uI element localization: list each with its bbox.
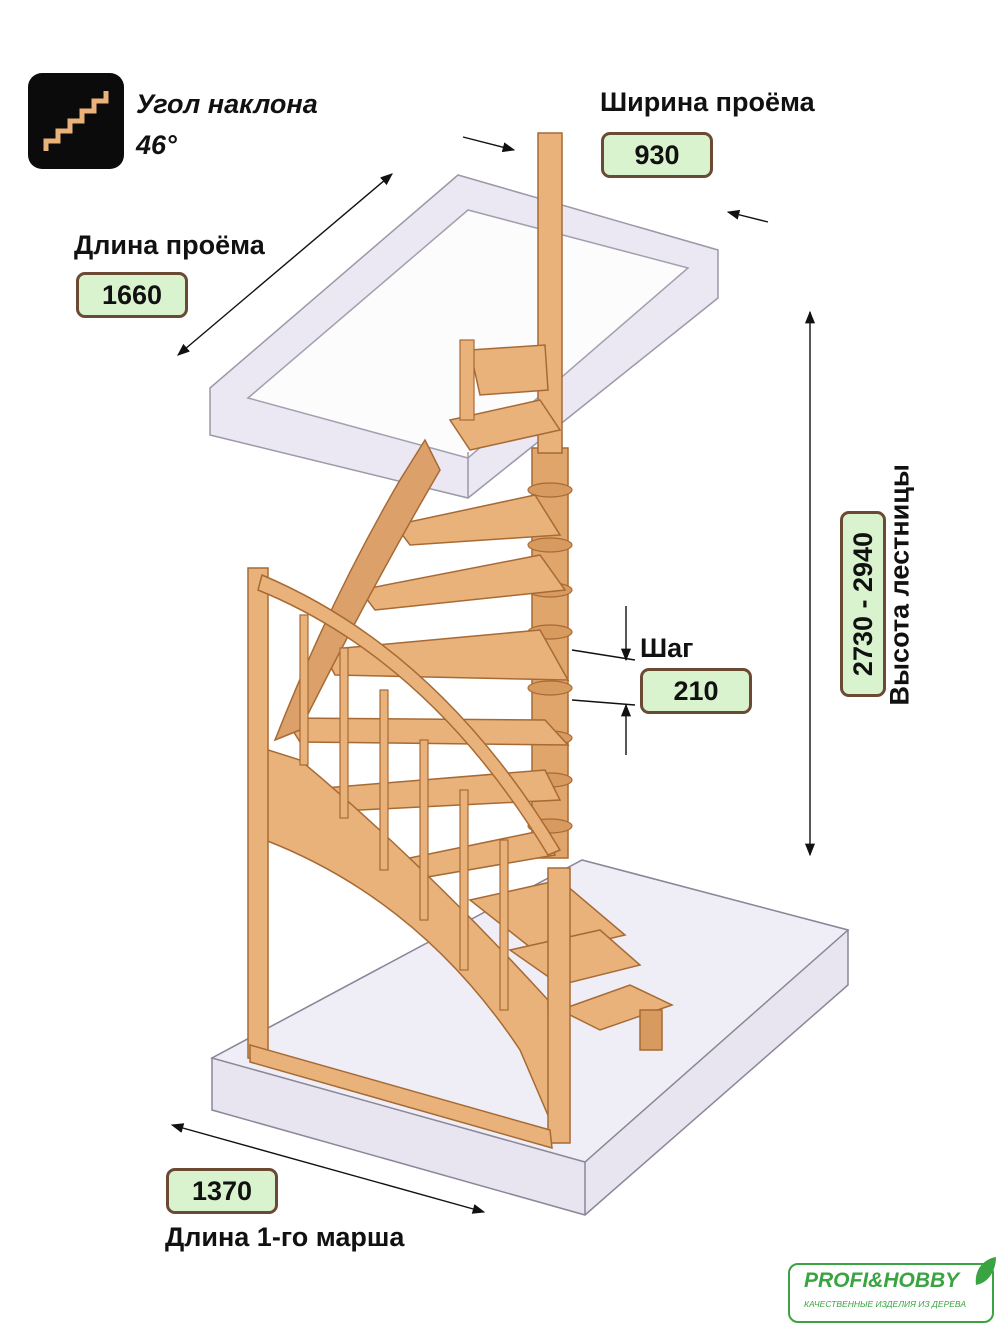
winder-steps <box>283 344 570 881</box>
brand-logo: PROFI&HOBBY КАЧЕСТВЕННЫЕ ИЗДЕЛИЯ ИЗ ДЕРЕ… <box>788 1257 996 1323</box>
step-value: 210 <box>640 668 752 714</box>
stair-height-value: 2730 - 2940 <box>840 511 886 697</box>
opening-length-label: Длина проёма <box>74 230 265 260</box>
opening-width-value: 930 <box>601 132 713 178</box>
stair-angle-icon <box>28 73 124 169</box>
opening-frame <box>209 174 719 499</box>
slope-info: Угол наклона 46° <box>136 84 318 166</box>
slope-label: Угол наклона <box>136 89 318 119</box>
first-flight-length-label: Длина 1-го марша <box>165 1222 405 1252</box>
step-label: Шаг <box>640 633 694 663</box>
dimension-lines <box>170 136 816 1214</box>
bottom-frame <box>247 567 571 1150</box>
upper-guard-post <box>459 339 475 421</box>
handrail <box>257 573 562 856</box>
first-flight-length-value: 1370 <box>166 1168 278 1214</box>
stair-height-label: Высота лестницы <box>884 464 915 706</box>
balusters <box>299 614 509 1011</box>
leaf-icon <box>975 1257 996 1285</box>
slope-value: 46° <box>136 130 177 160</box>
opening-length-value: 1660 <box>76 272 188 318</box>
brand-name: PROFI&HOBBY <box>804 1269 960 1292</box>
brand-tagline: КАЧЕСТВЕННЫЕ ИЗДЕЛИЯ ИЗ ДЕРЕВА <box>804 1299 966 1309</box>
opening-width-label: Ширина проёма <box>600 87 815 117</box>
